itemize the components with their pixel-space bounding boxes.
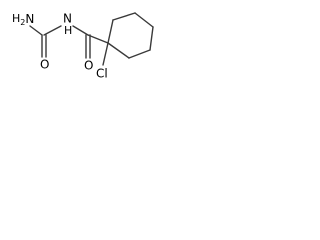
atom-labels: H2N N H O O Cl: [12, 12, 108, 81]
bond-c3-cl: [102, 42, 109, 66]
ring-bond-1: [107, 19, 114, 44]
bond-nh2-c1: [29, 25, 43, 36]
atom-n: N: [63, 12, 72, 26]
atom-nh2-h: H: [12, 12, 20, 25]
ring-bond-2: [112, 12, 136, 21]
ring-bond-5: [128, 49, 151, 59]
atom-nh2: H2N: [12, 12, 34, 27]
bond-c2-c3: [87, 34, 109, 44]
bond-n-c2: [72, 25, 89, 36]
ring-bond-4: [149, 26, 154, 51]
atom-o-left: O: [40, 58, 49, 72]
atom-o-right: O: [84, 59, 93, 73]
ring-bond-6: [107, 42, 130, 59]
atom-nh2-n: N: [25, 12, 34, 26]
atom-cl: Cl: [96, 67, 108, 81]
atom-nh2-subscript: 2: [20, 18, 25, 27]
bond-c1-n: [43, 25, 62, 36]
chemical-structure: H2N N H O O Cl: [12, 12, 154, 81]
ring-bond-3: [134, 12, 154, 28]
bonds: [29, 12, 154, 66]
atom-n-hydrogen: H: [64, 24, 72, 37]
